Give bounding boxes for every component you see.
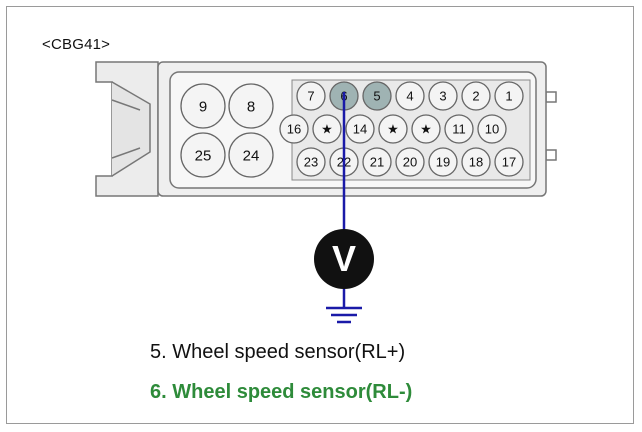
pin-number: 5	[373, 89, 380, 104]
pin-number: 10	[485, 122, 499, 137]
small-pin: ★	[378, 114, 408, 144]
large-pin: 9	[180, 83, 226, 129]
small-pin: 10	[477, 114, 507, 144]
small-pin: 1	[494, 81, 524, 111]
small-pin: 11	[444, 114, 474, 144]
large-pin: 25	[180, 132, 226, 178]
small-pin: ★	[411, 114, 441, 144]
pin-number: 24	[243, 147, 260, 164]
pin-number: 16	[287, 122, 301, 137]
pin-number: 4	[406, 89, 413, 104]
pin-number: 1	[505, 89, 512, 104]
connector-tab	[545, 149, 557, 161]
pin-number: ★	[387, 122, 399, 137]
small-pin: 3	[428, 81, 458, 111]
small-pin: 23	[296, 147, 326, 177]
small-pin: 19	[428, 147, 458, 177]
connector-latch	[95, 61, 159, 197]
pin-number: 3	[439, 89, 446, 104]
caption-pin-5: 5. Wheel speed sensor(RL+)	[150, 341, 406, 363]
small-pin: 14	[345, 114, 375, 144]
pin-number: 11	[452, 122, 466, 137]
small-pin-group: 765432116★14★★111023222120191817	[279, 81, 524, 177]
ground-icon	[326, 306, 362, 324]
small-pin: 16	[279, 114, 309, 144]
pin-number: 8	[247, 98, 255, 115]
small-pin: 17	[494, 147, 524, 177]
pin-number: 18	[469, 155, 483, 170]
connector-tab	[545, 91, 557, 103]
pin-number: ★	[321, 122, 333, 137]
large-pin: 24	[228, 132, 274, 178]
pin-number: 19	[436, 155, 450, 170]
pin-number: 20	[403, 155, 417, 170]
pin-number: 25	[195, 147, 212, 164]
small-pin: ★	[312, 114, 342, 144]
small-pin: 5	[362, 81, 392, 111]
small-pin: 4	[395, 81, 425, 111]
pin-number: ★	[420, 122, 432, 137]
connector-label: <CBG41>	[42, 36, 111, 53]
small-pin: 2	[461, 81, 491, 111]
pin-number: 21	[370, 155, 384, 170]
large-pin-group: 9 8 25 24	[180, 83, 274, 178]
small-pin: 20	[395, 147, 425, 177]
pin-number: 7	[307, 89, 314, 104]
voltmeter-icon	[314, 229, 374, 289]
pin-number: 14	[353, 122, 367, 137]
small-pin: 21	[362, 147, 392, 177]
small-pin: 18	[461, 147, 491, 177]
pin-number: 9	[199, 98, 207, 115]
small-pin: 7	[296, 81, 326, 111]
pin-number: 23	[304, 155, 318, 170]
caption-pin-6: 6. Wheel speed sensor(RL-)	[150, 381, 413, 403]
pin-number: 2	[472, 89, 479, 104]
voltmeter-symbol: V	[332, 238, 356, 279]
large-pin: 8	[228, 83, 274, 129]
pin-number: 17	[502, 155, 516, 170]
